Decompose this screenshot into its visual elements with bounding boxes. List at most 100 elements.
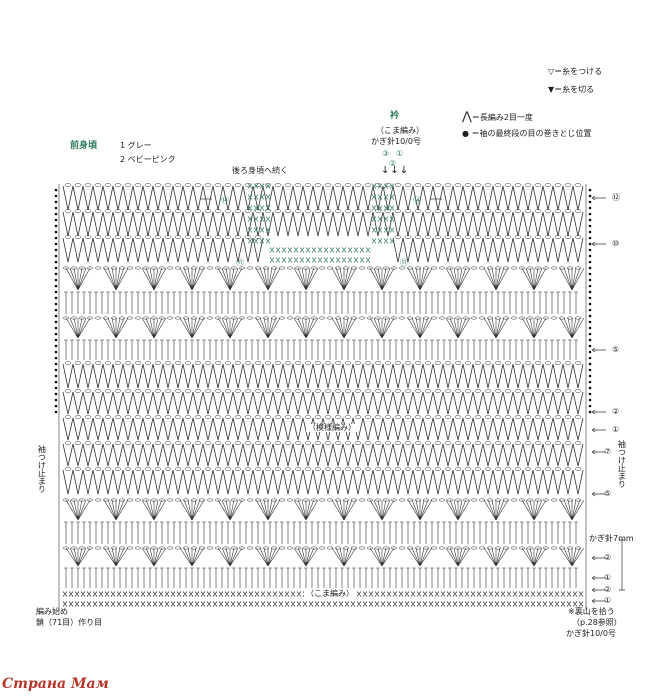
- sleeve-dot: [588, 272, 592, 276]
- fan-stitch-row: [65, 317, 585, 339]
- v-stitch-row: [62, 469, 584, 495]
- fan-stitch-row: [65, 547, 585, 567]
- sleeve-dot: [588, 230, 592, 234]
- sleeve-dot: [588, 284, 592, 288]
- chain-marks: [64, 415, 582, 419]
- sleeve-dot: [588, 278, 592, 282]
- sleeve-dot: [588, 320, 592, 324]
- single-crochet-row: [371, 183, 395, 189]
- back-body-continue: 後ろ身頃へ続く: [232, 166, 288, 175]
- sleeve-dot: [54, 350, 58, 354]
- open-triangle-icon: ▽: [548, 67, 555, 76]
- sleeve-dot: [54, 206, 58, 210]
- sleeve-dot: [54, 254, 58, 258]
- right-row-10: ⑩: [612, 239, 620, 248]
- sleeve-dot: [54, 260, 58, 264]
- right-row-5-lower: ⑤: [604, 489, 612, 498]
- single-crochet-row: [269, 247, 371, 253]
- sleeve-dot: [54, 194, 58, 198]
- right-row-2-upper: ②: [612, 407, 620, 416]
- sleeve-dot: [54, 356, 58, 360]
- sleeve-dot: [588, 188, 592, 192]
- collar-row-1: ①: [396, 149, 404, 158]
- start-label: 編み始め: [36, 607, 68, 616]
- chain-marks: [64, 183, 582, 187]
- sleeve-dot: [54, 386, 58, 390]
- sleeve-stop-right: 袖つけ止まり: [617, 440, 627, 488]
- right-row-7: ⑦: [604, 447, 612, 456]
- single-crochet-row: [247, 227, 271, 233]
- row-arrow: [591, 427, 606, 433]
- sleeve-dot: [54, 332, 58, 336]
- chain-marks: [64, 235, 582, 239]
- sleeve-dot: [588, 266, 592, 270]
- tall-stitch-row: [64, 521, 578, 544]
- single-crochet-row: [371, 205, 395, 211]
- single-crochet-label: （こま編み）: [304, 589, 356, 598]
- chain-marks: [64, 209, 582, 213]
- sleeve-dot: [54, 200, 58, 204]
- sleeve-dot: [54, 380, 58, 384]
- sleeve-dot: [54, 410, 58, 414]
- neck-row-14-left: ⑭: [221, 196, 229, 205]
- sleeve-dot: [54, 218, 58, 222]
- sleeve-dot: [588, 296, 592, 300]
- collar-title: 衿: [390, 111, 400, 121]
- watermark-logo: Страна Мам: [2, 676, 109, 692]
- single-crochet-row: [247, 205, 271, 211]
- color-1: 1 グレー: [120, 141, 152, 150]
- sleeve-dot: [54, 278, 58, 282]
- sleeve-dot: [588, 236, 592, 240]
- sleeve-dot: [588, 326, 592, 330]
- sleeve-dot: [588, 410, 592, 414]
- sleeve-dot: [588, 224, 592, 228]
- row-arrow: [591, 241, 606, 247]
- collar-method: （こま編み）: [376, 126, 424, 135]
- sleeve-dot: [588, 242, 592, 246]
- neck-row-11-right: ⑪: [400, 258, 408, 267]
- filled-triangle-icon: ▼: [548, 85, 555, 94]
- sleeve-dot: [54, 344, 58, 348]
- sleeve-dot: [588, 200, 592, 204]
- neck-row-11-left: ⑪: [236, 258, 244, 267]
- sleeve-dot: [588, 398, 592, 402]
- v-stitch-row: [62, 185, 584, 211]
- single-crochet-row: [371, 216, 395, 222]
- sleeve-dot: [54, 326, 58, 330]
- chain-marks: [62, 498, 582, 502]
- sleeve-dot: [588, 344, 592, 348]
- chain-label: 鎖（71目）作り目: [36, 618, 103, 627]
- color-2: 2 ベビーピンク: [120, 155, 176, 164]
- tall-stitch-row: [64, 339, 578, 360]
- row-arrow: [591, 347, 606, 353]
- sleeve-dot: [54, 266, 58, 270]
- chain-marks: [64, 441, 582, 445]
- sleeve-dot: [54, 248, 58, 252]
- chain-marks: [64, 361, 582, 365]
- sleeve-dot: [588, 260, 592, 264]
- row-arrow: [591, 598, 606, 604]
- v-stitch-row: [62, 417, 584, 441]
- v-stitch-row: [62, 391, 584, 415]
- sleeve-dot: [54, 224, 58, 228]
- chain-marks: [64, 467, 582, 471]
- sleeve-dot: [588, 338, 592, 342]
- chain-marks: [62, 316, 582, 320]
- sleeve-dot: [588, 290, 592, 294]
- down-arrows-icon: ↓↓↓: [381, 165, 410, 176]
- sleeve-dot: [54, 362, 58, 366]
- pattern-stitch-label: （模様編み）: [306, 423, 358, 432]
- sleeve-dot: [588, 254, 592, 258]
- sleeve-dot: [54, 308, 58, 312]
- sleeve-dot: [588, 302, 592, 306]
- chain-marks: [64, 389, 582, 393]
- sleeve-dot: [588, 380, 592, 384]
- collar-row-2: ②: [389, 159, 397, 168]
- sleeve-dot: [54, 368, 58, 372]
- sleeve-dot: [54, 230, 58, 234]
- neck-row-14-right: ⑭: [413, 196, 421, 205]
- sleeve-stop-left: 袖つけ止まり: [37, 445, 47, 493]
- sleeve-dot: [54, 374, 58, 378]
- row-arrow: [591, 449, 606, 455]
